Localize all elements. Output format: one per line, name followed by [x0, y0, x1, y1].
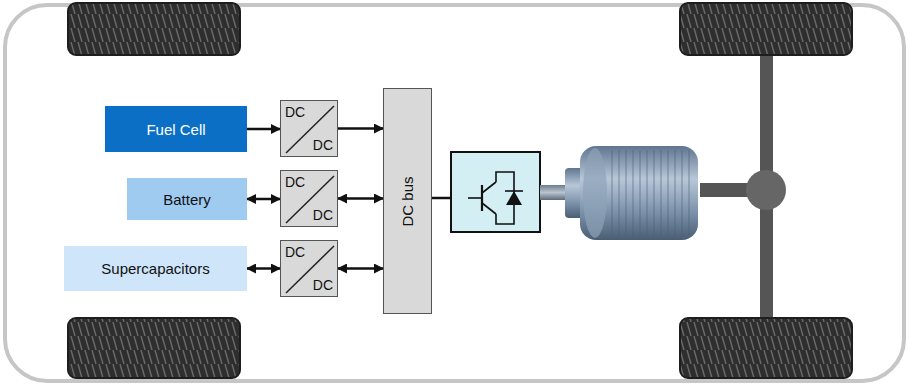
converter-label: DC [285, 174, 305, 190]
electric-motor [540, 146, 698, 240]
battery-box: Battery [127, 178, 247, 220]
source-label: Fuel Cell [146, 121, 205, 138]
supercapacitor-box: Supercapacitors [64, 246, 247, 291]
fuel-cell-box: Fuel Cell [105, 106, 247, 152]
power-flow-arrow [247, 128, 280, 131]
bus-label: DC bus [399, 176, 416, 226]
power-flow-arrow [338, 267, 383, 270]
differential [746, 170, 786, 210]
inverter-symbol [451, 152, 540, 232]
bus-wire [432, 197, 452, 200]
dc-dc-converter: DC DC [280, 170, 338, 227]
power-flow-arrow [338, 197, 383, 200]
dc-dc-converter: DC DC [280, 240, 338, 297]
vehicle-outline [5, 5, 904, 381]
converter-label: DC [313, 277, 333, 293]
dc-bus: DC bus [383, 88, 432, 314]
tires [68, 3, 852, 378]
converter-label: DC [285, 244, 305, 260]
power-flow-arrow [247, 198, 280, 201]
converter-label: DC [285, 104, 305, 120]
power-flow-arrow [247, 267, 280, 270]
source-label: Battery [163, 191, 211, 208]
converter-label: DC [313, 137, 333, 153]
source-label: Supercapacitors [101, 260, 209, 277]
dc-dc-converter: DC DC [280, 100, 338, 157]
converter-label: DC [313, 207, 333, 223]
power-flow-arrow [338, 127, 383, 130]
